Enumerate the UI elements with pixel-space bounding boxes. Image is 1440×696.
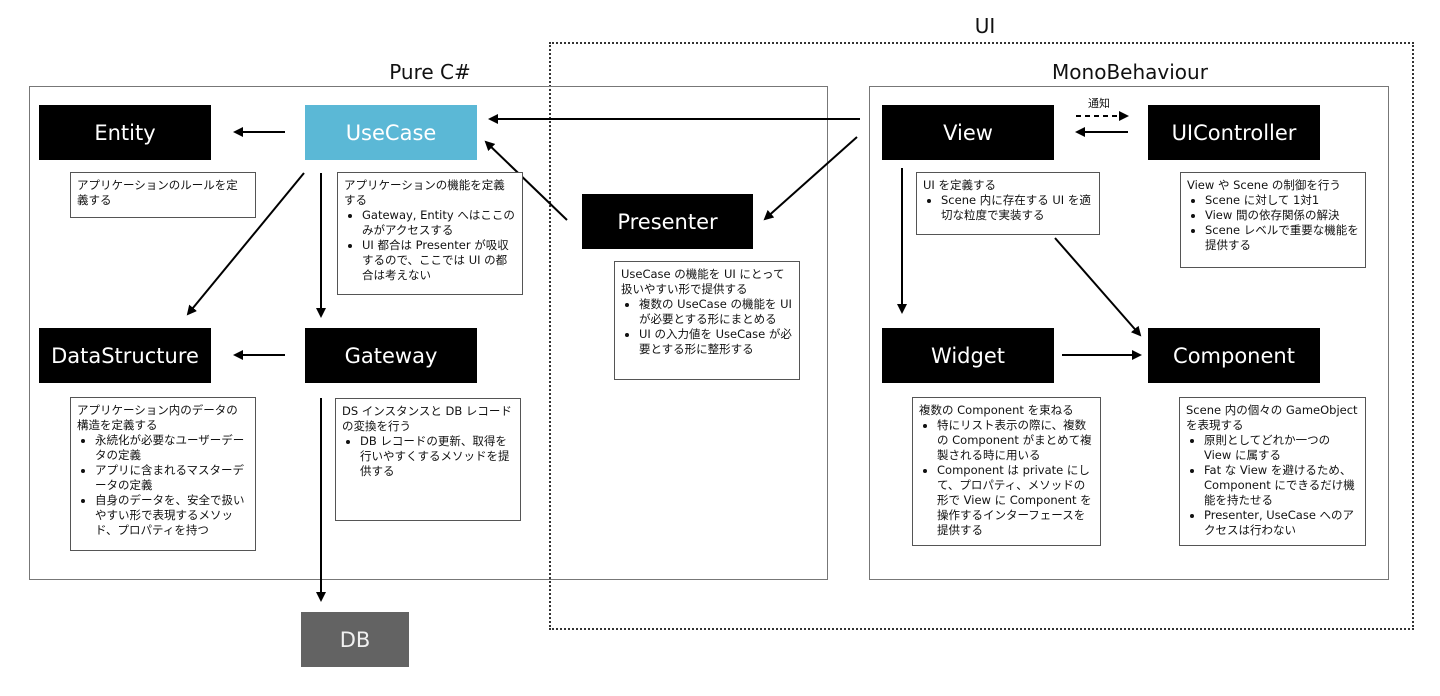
presenter-node: Presenter — [582, 194, 753, 249]
datastructure-node: DataStructure — [39, 328, 211, 383]
component-note-bullet: Fat な View を避けるため、Component にできるだけ機能を持たせ… — [1204, 463, 1359, 508]
uicontroller-note-bullet: View 間の依存関係の解決 — [1205, 208, 1359, 223]
usecase-node: UseCase — [305, 105, 477, 160]
component-note-bullet: 原則としてどれか一つの View に属する — [1204, 433, 1359, 463]
widget-note-bullet: Component は private にして、プロパティ、メソッドの形で Vi… — [937, 463, 1094, 538]
component-note: Scene 内の個々の GameObject を表現する 原則としてどれか一つの… — [1179, 397, 1366, 546]
datastructure-note-bullet: 自身のデータを、安全で扱いやすい形で表現するメソッド、プロパティを持つ — [95, 493, 249, 538]
arrow-view-to-component — [1054, 237, 1142, 337]
arrow-usecase-to-datastructure — [186, 172, 305, 316]
usecase-note-bullet: Gateway, Entity へはここのみがアクセスする — [362, 208, 516, 238]
gateway-note: DS インスタンスと DB レコードの変換を行う DB レコードの更新、取得を行… — [335, 398, 521, 521]
widget-note: 複数の Component を束ねる 特にリスト表示の際に、複数の Compon… — [912, 397, 1101, 546]
pure-csharp-group-title: Pure C# — [389, 60, 471, 84]
ui-group-title: UI — [974, 14, 996, 38]
datastructure-note-text: アプリケーション内のデータの構造を定義する — [77, 403, 238, 432]
view-node: View — [882, 105, 1054, 160]
view-note-bullet: Scene 内に存在する UI を適切な粒度で実装する — [941, 193, 1093, 223]
uicontroller-node: UIController — [1148, 105, 1320, 160]
usecase-note-text: アプリケーションの機能を定義する — [344, 178, 505, 207]
entity-note-text: アプリケーションのルールを定義する — [77, 178, 238, 207]
entity-node: Entity — [39, 105, 211, 160]
pure-csharp-container — [29, 86, 828, 580]
presenter-note-bullet: 複数の UseCase の機能を UI が必要とする形にまとめる — [639, 297, 793, 327]
widget-note-bullet: 特にリスト表示の際に、複数の Component がまとめて複製される時に用いる — [937, 418, 1094, 463]
gateway-note-bullet: DB レコードの更新、取得を行いやすくするメソッドを提供する — [360, 434, 514, 479]
arrow-view-to-presenter — [763, 136, 858, 221]
entity-note: アプリケーションのルールを定義する — [70, 172, 256, 218]
view-note-text: UI を定義する — [923, 178, 996, 192]
component-node: Component — [1148, 328, 1320, 383]
widget-node: Widget — [882, 328, 1054, 383]
gateway-note-text: DS インスタンスと DB レコードの変換を行う — [342, 404, 512, 433]
uicontroller-note-text: View や Scene の制御を行う — [1187, 178, 1341, 192]
widget-note-text: 複数の Component を束ねる — [919, 403, 1074, 417]
view-note: UI を定義する Scene 内に存在する UI を適切な粒度で実装する — [916, 172, 1100, 235]
arrow-presenter-to-usecase — [484, 140, 568, 221]
db-node: DB — [301, 612, 409, 667]
presenter-note: UseCase の機能を UI にとって扱いやすい形で提供する 複数の UseC… — [614, 261, 800, 380]
datastructure-note-bullet: 永続化が必要なユーザーデータの定義 — [95, 433, 249, 463]
ui-region — [549, 42, 1414, 630]
usecase-note-bullet: UI 都合は Presenter が吸収するので、ここでは UI の都合は考えな… — [362, 238, 516, 283]
datastructure-note: アプリケーション内のデータの構造を定義する 永続化が必要なユーザーデータの定義 … — [70, 397, 256, 551]
uicontroller-note-bullet: Scene レベルで重要な機能を提供する — [1205, 223, 1359, 253]
monobehaviour-group-title: MonoBehaviour — [1052, 60, 1208, 84]
component-note-bullet: Presenter, UseCase へのアクセスは行わない — [1204, 508, 1359, 538]
uicontroller-note-bullet: Scene に対して 1対1 — [1205, 193, 1359, 208]
notify-edge-label: 通知 — [1088, 97, 1110, 110]
monobehaviour-container — [869, 86, 1389, 580]
datastructure-note-bullet: アプリに含まれるマスターデータの定義 — [95, 463, 249, 493]
presenter-note-bullet: UI の入力値を UseCase が必要とする形に整形する — [639, 327, 793, 357]
uicontroller-note: View や Scene の制御を行う Scene に対して 1対1 View … — [1180, 172, 1366, 268]
usecase-note: アプリケーションの機能を定義する Gateway, Entity へはここのみが… — [337, 172, 523, 295]
component-note-text: Scene 内の個々の GameObject を表現する — [1186, 403, 1358, 432]
gateway-node: Gateway — [305, 328, 477, 383]
presenter-note-text: UseCase の機能を UI にとって扱いやすい形で提供する — [621, 267, 785, 296]
